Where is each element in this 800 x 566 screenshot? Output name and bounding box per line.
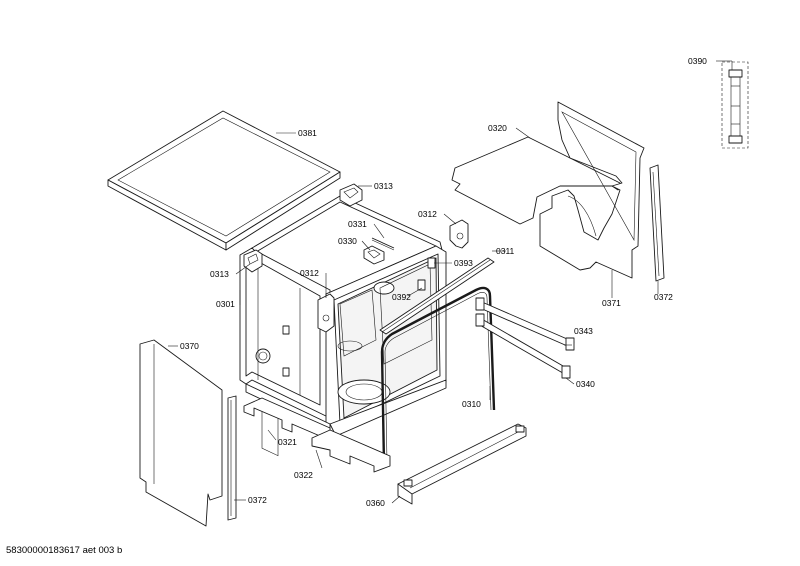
part-0322-base-plate <box>311 429 391 473</box>
callout-0320: 0320 <box>488 123 507 133</box>
callout-labels: 0390 0381 0320 0313 0331 0312 0330 0313 … <box>180 56 707 508</box>
part-0370-side-panel <box>139 339 223 527</box>
document-code: 58300000183617 aet 003 b <box>6 545 123 556</box>
callout-0330: 0330 <box>338 236 357 246</box>
part-0343-rail <box>475 297 575 351</box>
callout-0322: 0322 <box>294 470 313 480</box>
callout-0312-right: 0312 <box>418 209 437 219</box>
part-0372-right-strip <box>649 164 665 282</box>
callout-0372-left: 0372 <box>248 495 267 505</box>
callout-0301: 0301 <box>216 299 235 309</box>
part-0390-hose <box>721 61 749 149</box>
callout-0313-top: 0313 <box>374 181 393 191</box>
callout-0321: 0321 <box>278 437 297 447</box>
part-0340-rail <box>475 313 571 379</box>
callout-0372-right: 0372 <box>654 292 673 302</box>
part-0360-kickplate <box>397 423 527 505</box>
callout-0370: 0370 <box>180 341 199 351</box>
callout-0392: 0392 <box>392 292 411 302</box>
callout-0371: 0371 <box>602 298 621 308</box>
part-0331-0330-fittings <box>363 237 395 265</box>
part-0312-hinges <box>317 219 469 333</box>
callout-0343: 0343 <box>574 326 593 336</box>
callout-0393: 0393 <box>454 258 473 268</box>
callout-0390: 0390 <box>688 56 707 66</box>
callout-0381: 0381 <box>298 128 317 138</box>
callout-0312-left: 0312 <box>300 268 319 278</box>
part-0372-left-strip <box>227 395 237 521</box>
part-0311-rail <box>379 257 495 335</box>
part-0381-worktop <box>107 110 341 251</box>
callout-0360: 0360 <box>366 498 385 508</box>
leader-lines <box>168 60 733 504</box>
part-0320-insulation <box>451 136 621 225</box>
callout-0310: 0310 <box>462 399 481 409</box>
callout-0313-left: 0313 <box>210 269 229 279</box>
dishwasher-tub <box>239 195 447 457</box>
callout-0340: 0340 <box>576 379 595 389</box>
callout-0331: 0331 <box>348 219 367 229</box>
part-0371-side-insulation <box>539 101 645 279</box>
part-0310-door-seal <box>380 286 496 465</box>
part-0313-brackets <box>243 183 363 273</box>
callout-0311: 0311 <box>496 246 515 256</box>
